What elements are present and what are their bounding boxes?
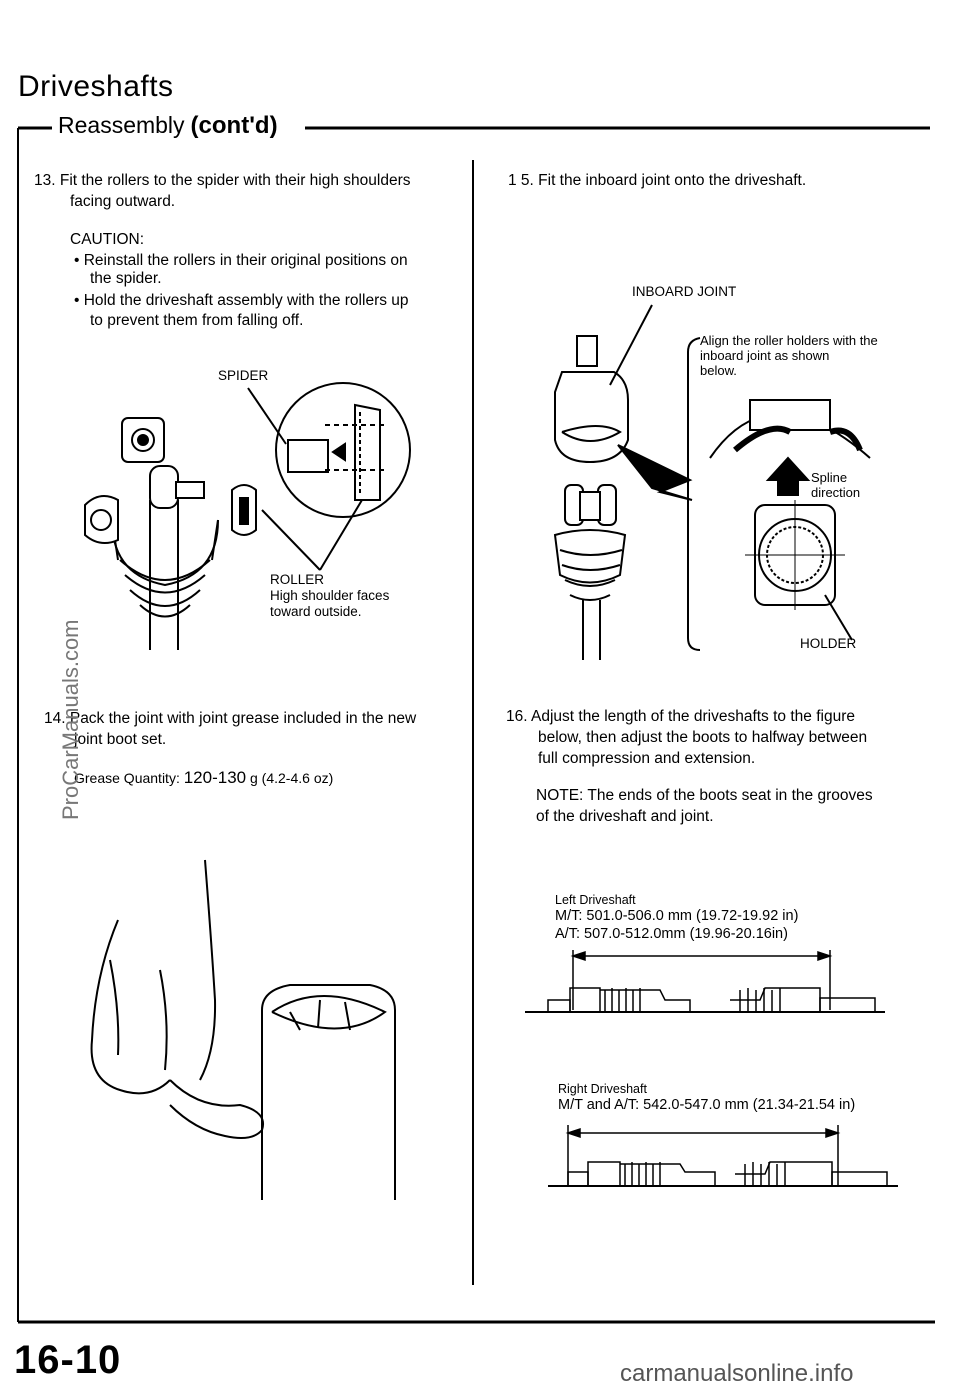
watermark: ProCarManuals.com — [58, 619, 83, 820]
align-note-1: Align the roller holders with the — [700, 333, 878, 348]
step-14-line2: joint boot set. — [74, 731, 167, 748]
caution-bullet-2-line2: to prevent them from falling off. — [90, 312, 304, 329]
spider-label: SPIDER — [218, 368, 269, 383]
align-note-2: inboard joint as shown — [700, 348, 830, 363]
spider-figure — [84, 382, 411, 650]
grease-label: Grease Quantity: — [74, 770, 180, 786]
right-driveshaft-figure — [548, 1125, 898, 1187]
subtitle-text: Reassembly — [58, 112, 185, 138]
left-driveshaft-mt-spec: M/T: 501.0-506.0 mm (19.72-19.92 in) — [555, 908, 799, 924]
spline-label: Spline — [811, 470, 848, 485]
caution-label: CAUTION: — [70, 231, 145, 248]
contd-label: (cont'd) — [190, 112, 278, 139]
step-16-line2: below, then adjust the boots to halfway … — [538, 729, 868, 746]
step-15-line1: 1 5. Fit the inboard joint onto the driv… — [508, 172, 807, 189]
roller-label: ROLLER — [270, 572, 325, 587]
grease-unit: g (4.2-4.6 oz) — [250, 770, 334, 786]
spline-direction-label: direction — [811, 485, 861, 500]
section-subtitle: Reassembly(cont'd) — [58, 112, 278, 140]
left-driveshaft-figure — [525, 950, 885, 1013]
caution-bullet-2-line1: • Hold the driveshaft assembly with the … — [74, 292, 409, 309]
step-16-line3: full compression and extension. — [538, 750, 756, 767]
roller-note-1: High shoulder faces — [270, 588, 390, 603]
roller-note-2: toward outside. — [270, 604, 362, 619]
grease-value: 120-130 — [183, 768, 247, 787]
holder-label: HOLDER — [800, 636, 857, 651]
step-14-line1: 14. Pack the joint with joint grease inc… — [44, 710, 417, 727]
note-line2: of the driveshaft and joint. — [536, 808, 714, 825]
left-driveshaft-label: Left Driveshaft — [555, 893, 636, 907]
site-footer: carmanualsonline.info — [620, 1360, 854, 1387]
inboard-joint-label: INBOARD JOINT — [632, 284, 737, 299]
step-13-line1: 13. Fit the rollers to the spider with t… — [34, 172, 411, 189]
step-16-line1: 16. Adjust the length of the driveshafts… — [506, 708, 855, 725]
grease-figure — [90, 859, 396, 1200]
caution-bullet-1-line2: the spider. — [90, 270, 162, 287]
grease-quantity: Grease Quantity: 120-130 g (4.2-4.6 oz) — [74, 768, 333, 788]
page-number: 16-10 — [14, 1338, 122, 1382]
page-title: Driveshafts — [18, 70, 174, 103]
right-driveshaft-label: Right Driveshaft — [558, 1082, 647, 1096]
inboard-joint-figure — [553, 304, 871, 660]
note-line1: NOTE: The ends of the boots seat in the … — [536, 787, 873, 804]
align-note-3: below. — [700, 363, 737, 378]
step-13-line2: facing outward. — [70, 193, 176, 210]
left-driveshaft-at-spec: A/T: 507.0-512.0mm (19.96-20.16in) — [555, 926, 788, 942]
right-driveshaft-spec: M/T and A/T: 542.0-547.0 mm (21.34-21.54… — [558, 1097, 856, 1113]
caution-bullet-1-line1: • Reinstall the rollers in their origina… — [74, 252, 408, 269]
